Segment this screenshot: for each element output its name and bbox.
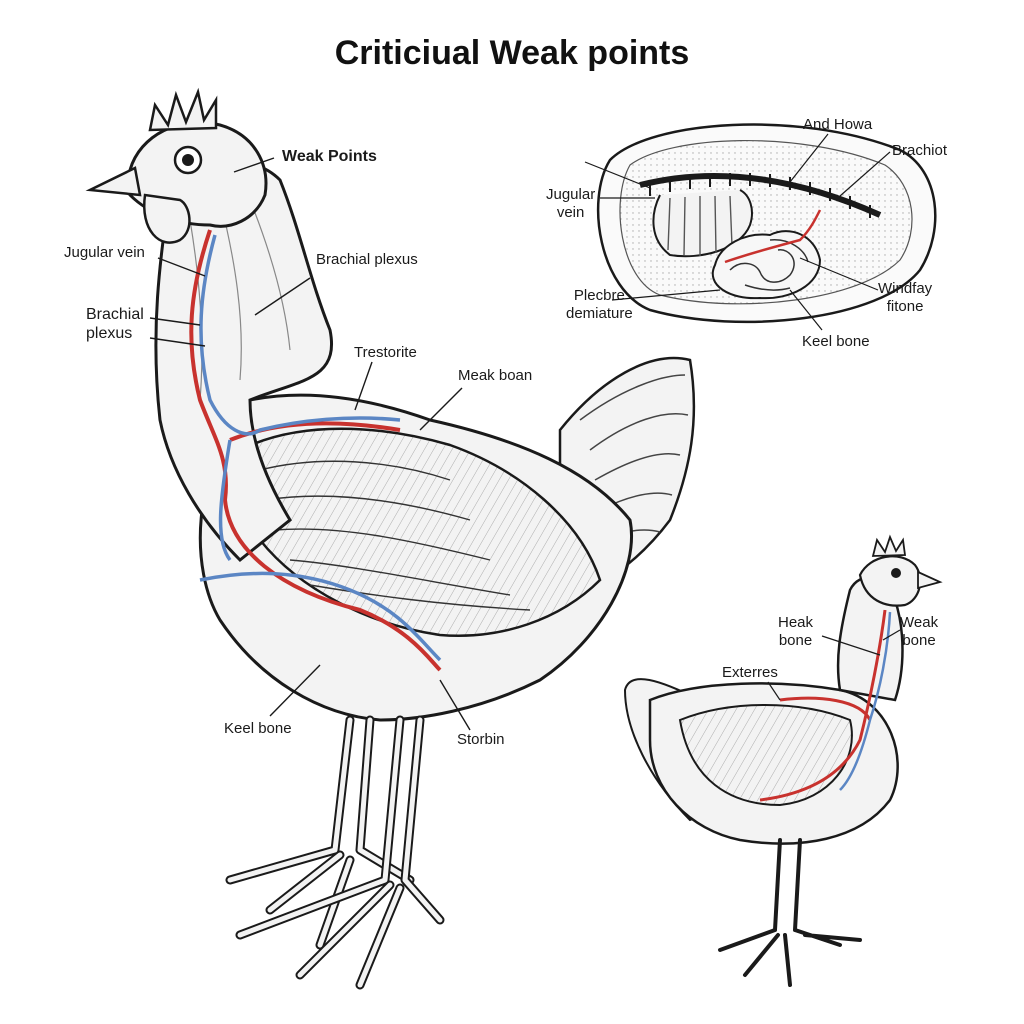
inset-artery — [724, 209, 822, 264]
label-trestorite: Trestorite — [354, 344, 417, 361]
diagram-title: Criticiual Weak points — [334, 34, 690, 72]
main-chicken-comb — [148, 87, 218, 132]
main-chicken-leaders — [149, 157, 471, 731]
small-chicken-comb — [871, 534, 907, 557]
label-brachial-plexus-right: Brachial plexus — [316, 251, 418, 268]
label-brachiot: Brachiot — [892, 142, 948, 159]
label-storbin: Storbin — [457, 731, 505, 748]
label-weak-bone: Weak bone — [900, 614, 938, 650]
label-jugular-vein: Jugular vein — [64, 244, 145, 261]
label-keel-bone-inset: Keel bone — [802, 333, 870, 350]
small-chicken-eye — [891, 568, 901, 578]
small-chicken — [623, 534, 943, 987]
label-heak-bone-line2: bone — [778, 632, 813, 649]
inset-intestines — [711, 230, 822, 300]
main-chicken-leg-left — [225, 715, 415, 950]
label-meak-boan: Meak boan — [458, 367, 533, 384]
label-jugular-inset: Jugular vein — [546, 186, 595, 222]
label-weak-bone-line1: Weak — [900, 614, 939, 631]
label-brachial-plexus-line1: Brachial — [86, 306, 144, 323]
main-chicken-wattle — [142, 193, 191, 244]
small-chicken-vein — [839, 611, 892, 791]
main-chicken — [85, 87, 696, 990]
label-plecbre-line1: Plecbre — [573, 287, 625, 304]
label-windfay-line1: Windfay — [878, 280, 933, 297]
main-chicken-vein — [199, 234, 442, 662]
label-brachial-plexus-line2: plexus — [86, 325, 133, 343]
label-jugular-inset-line1: Jugular — [546, 186, 596, 203]
inset-ribcage — [652, 189, 753, 258]
small-chicken-leaders — [767, 629, 901, 701]
label-windfay: Windfay fitone — [878, 280, 932, 316]
label-exterres: Exterres — [722, 664, 778, 681]
small-chicken-legs — [718, 838, 862, 987]
inset-spine — [639, 173, 882, 218]
small-chicken-wing — [678, 704, 853, 807]
label-weak-bone-line2: bone — [902, 632, 936, 649]
small-chicken-beak — [917, 570, 943, 590]
label-windfay-line2: fitone — [886, 298, 924, 315]
label-jugular-inset-line2: vein — [556, 204, 585, 221]
label-heak-bone: Heak bone — [778, 614, 813, 650]
label-heak-bone-line1: Heak — [778, 614, 814, 631]
main-chicken-beak — [85, 166, 142, 197]
label-plecbre-line2: demiature — [566, 305, 633, 322]
label-plecbre: Plecbre demiature — [566, 287, 633, 323]
inset-anatomy — [584, 123, 937, 331]
label-weak-points: Weak Points — [282, 148, 377, 165]
inset-leaders — [584, 133, 891, 331]
label-keel-bone-main: Keel bone — [224, 720, 292, 737]
label-brachial-plexus-left: Brachial plexus — [86, 305, 144, 343]
small-chicken-artery — [759, 609, 887, 802]
label-and-howa: And Howa — [803, 116, 873, 133]
